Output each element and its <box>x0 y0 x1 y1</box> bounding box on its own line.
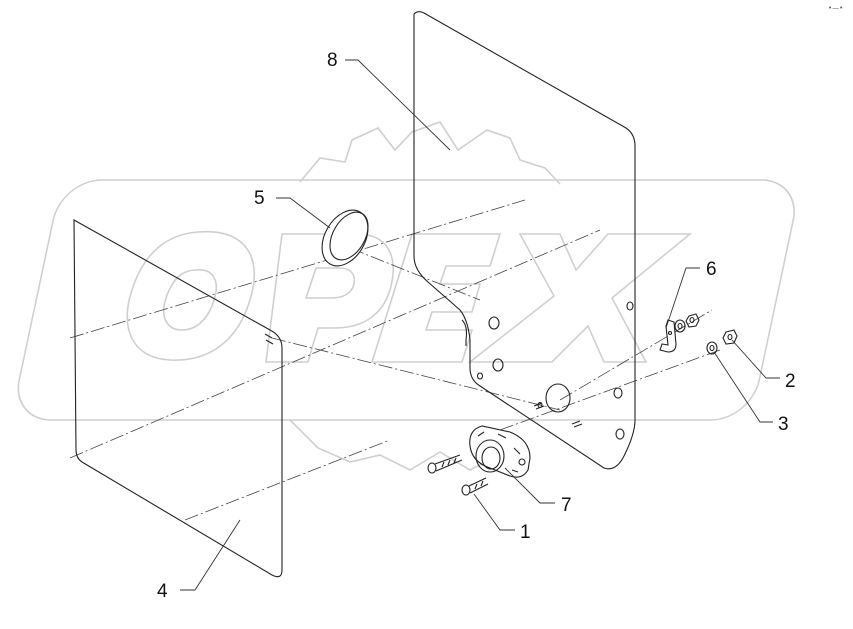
leader-lines <box>180 59 780 591</box>
centerline-shield <box>271 337 561 411</box>
washer-lower-hole <box>709 344 715 352</box>
watermark-gear-top <box>299 121 561 185</box>
flange-ribs <box>477 431 521 473</box>
centerline-middle <box>69 229 601 459</box>
clip-body <box>659 319 677 353</box>
part-7-flange <box>469 425 531 478</box>
leader-7 <box>504 467 555 504</box>
leader-2 <box>731 339 780 379</box>
leader-5 <box>276 197 331 229</box>
screw-upper-shank <box>434 454 463 472</box>
plate-hole-1 <box>488 316 500 330</box>
plate-hole-small <box>476 372 484 380</box>
nut-lower <box>722 329 738 345</box>
leader-8 <box>345 59 451 151</box>
leader-4 <box>180 519 241 591</box>
cap-outer <box>321 209 369 267</box>
part-1-screws <box>427 402 583 496</box>
centerline-lower <box>184 439 391 521</box>
callout-2: 2 <box>785 371 796 392</box>
watermark-letter-e <box>370 233 502 363</box>
watermark-letter-o <box>126 230 256 361</box>
leader-1 <box>473 493 515 531</box>
callout-4: 4 <box>157 581 168 602</box>
callout-7: 7 <box>561 495 572 516</box>
panel-tab-mark <box>264 333 274 345</box>
centerline-hardware-lower <box>499 349 721 431</box>
watermark-logo <box>17 121 795 471</box>
nut-upper <box>685 313 700 328</box>
callout-labels: 8 5 6 2 3 7 1 4 <box>157 50 796 602</box>
plate-hole-5 <box>626 301 634 311</box>
plate-outline <box>413 11 636 470</box>
corner-mark: •—• <box>828 4 843 12</box>
plate-hole-4 <box>615 428 625 440</box>
clip-hole <box>667 330 673 336</box>
leader-3 <box>713 351 773 423</box>
flange-bore-outer <box>475 439 505 473</box>
plate-bend-edge <box>461 319 468 346</box>
part-2-3-hardware <box>674 313 738 355</box>
centerline-hardware-upper <box>559 309 713 401</box>
callout-8: 8 <box>327 50 338 71</box>
leader-6 <box>665 267 700 329</box>
flange-bolt-hole <box>518 458 526 466</box>
screw-upper-head <box>427 462 437 474</box>
callout-6: 6 <box>706 259 717 280</box>
plate-hole-3 <box>613 387 623 399</box>
screw-tip-lower <box>571 420 583 428</box>
part-5-cap <box>321 209 369 267</box>
washer-lower <box>706 341 718 355</box>
screw-tip-upper <box>533 402 545 410</box>
part-8-plate <box>413 11 636 470</box>
washer-upper-hole <box>677 322 683 330</box>
washer-upper <box>674 319 686 333</box>
screw-lower-shank <box>468 477 489 494</box>
watermark-letter-p <box>265 233 394 363</box>
plate-hole-2 <box>492 358 504 372</box>
centerline-upper <box>69 199 526 339</box>
cap-rim <box>329 211 369 261</box>
nut-upper-hole <box>689 316 695 324</box>
callout-3: 3 <box>778 414 789 435</box>
plate-large-opening <box>545 383 571 413</box>
callout-1: 1 <box>520 522 531 543</box>
callout-5: 5 <box>254 188 265 209</box>
panel-outline <box>73 219 283 578</box>
watermark-banner <box>17 179 795 421</box>
screw-upper <box>427 454 463 474</box>
flange-bore-inner <box>481 446 501 470</box>
part-4-panel <box>73 219 283 578</box>
screw-lower <box>461 477 489 496</box>
nut-lower-hole <box>727 333 733 341</box>
flange-body <box>469 425 531 478</box>
screw-lower-head <box>461 484 471 496</box>
part-6-clip <box>659 319 677 353</box>
